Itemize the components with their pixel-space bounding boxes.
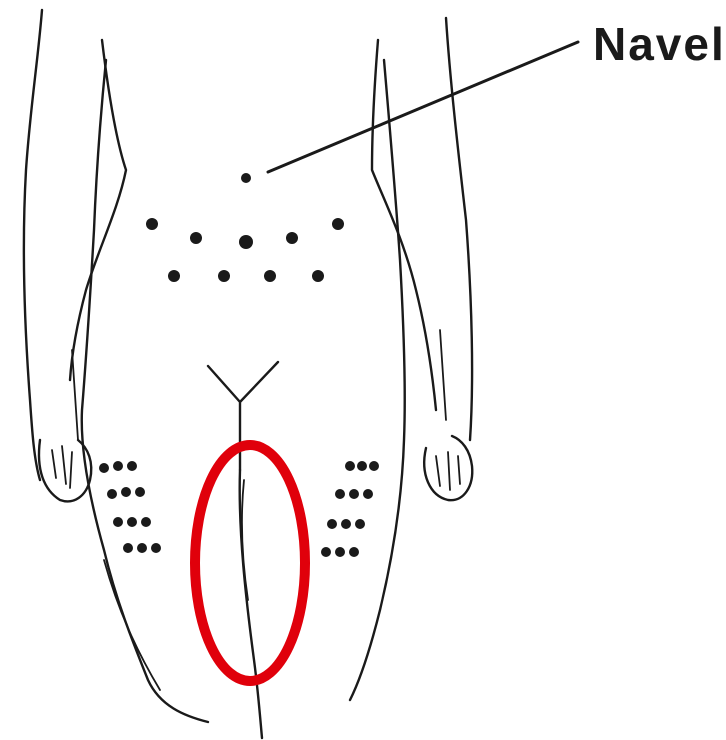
abdomen-site-dot <box>264 270 276 282</box>
left-thigh-site-dot <box>123 543 133 553</box>
right-thigh-site-dot <box>357 461 367 471</box>
abdomen-site-dot <box>312 270 324 282</box>
right-thigh-site-dot <box>335 489 345 499</box>
inner-leg-shading <box>242 480 248 600</box>
inner-leg-line <box>240 470 262 738</box>
left-thigh-site-dot <box>113 461 123 471</box>
abdomen-site-dot <box>239 235 253 249</box>
left-thigh-site-dot <box>107 489 117 499</box>
left-forearm-crease <box>72 350 78 440</box>
right-thigh-sites <box>321 461 379 557</box>
left-thigh-site-dot <box>141 517 151 527</box>
left-arm <box>24 10 126 501</box>
abdomen-sites <box>146 218 344 282</box>
right-arm-outer-edge <box>446 18 472 440</box>
left-arm-outer-edge <box>24 10 42 480</box>
right-thigh-site-dot <box>341 519 351 529</box>
left-thigh-site-dot <box>135 487 145 497</box>
abdomen-site-dot <box>190 232 202 244</box>
abdomen-site-dot <box>332 218 344 230</box>
left-thigh-sites <box>99 461 161 553</box>
abdomen-site-dot <box>168 270 180 282</box>
right-thigh-site-dot <box>355 519 365 529</box>
right-thigh-site-dot <box>345 461 355 471</box>
right-thigh-site-dot <box>369 461 379 471</box>
navel-callout: Navel <box>241 18 726 183</box>
left-arm-inner-edge <box>70 40 126 380</box>
navel-marker <box>241 173 251 183</box>
right-forearm-crease <box>440 330 446 420</box>
right-thigh-site-dot <box>349 489 359 499</box>
left-thigh-site-dot <box>151 543 161 553</box>
navel-label: Navel <box>593 18 726 70</box>
left-thigh-site-dot <box>137 543 147 553</box>
right-thigh-site-dot <box>327 519 337 529</box>
right-thigh-site-dot <box>321 547 331 557</box>
left-thigh-site-dot <box>127 517 137 527</box>
left-torso-edge <box>82 60 208 722</box>
right-thigh-site-dot <box>349 547 359 557</box>
left-thigh-site-dot <box>113 517 123 527</box>
right-thigh-site-dot <box>363 489 373 499</box>
navel-leader-line <box>268 42 578 172</box>
right-thigh-site-dot <box>335 547 345 557</box>
body-outline <box>82 60 405 738</box>
left-hand-fingers <box>52 446 72 488</box>
right-torso-edge <box>350 60 405 700</box>
highlight-ellipse <box>195 445 305 681</box>
right-hand-fingers <box>436 452 460 490</box>
abdomen-site-dot <box>218 270 230 282</box>
left-thigh-site-dot <box>99 463 109 473</box>
left-thigh-site-dot <box>127 461 137 471</box>
left-thigh-site-dot <box>121 487 131 497</box>
abdomen-site-dot <box>286 232 298 244</box>
abdomen-site-dot <box>146 218 158 230</box>
